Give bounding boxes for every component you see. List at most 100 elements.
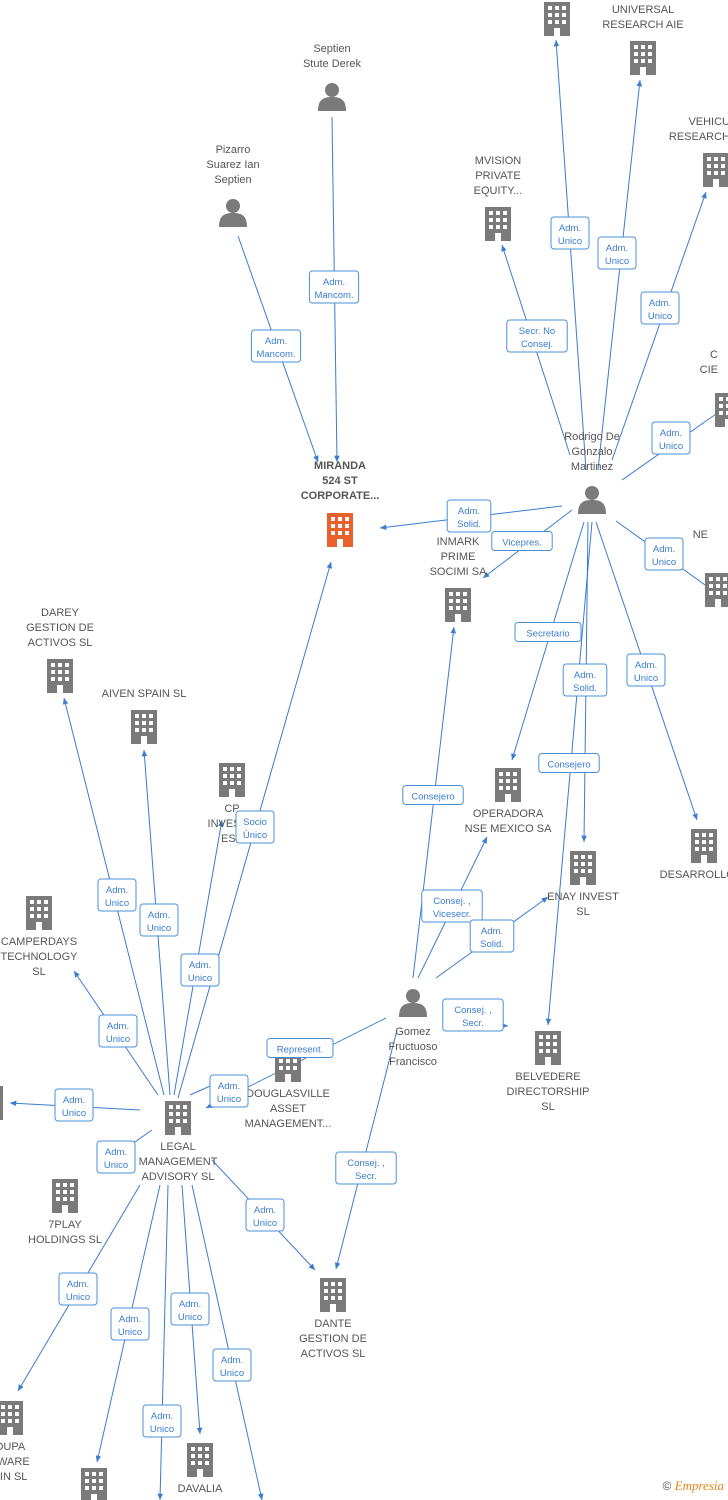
node-label: SL — [576, 906, 589, 918]
edge-label[interactable]: Adm.Unico — [212, 1348, 252, 1382]
edge-label[interactable]: Adm.Unico — [54, 1088, 94, 1122]
edge-label[interactable]: Secr. No Consej. — [506, 319, 568, 353]
edge-label[interactable]: Adm.Unico — [597, 236, 637, 270]
edge-label-text: Secretario — [526, 629, 569, 640]
edge-label[interactable]: Adm.Unico — [245, 1198, 285, 1232]
node-label: AIVEN SPAIN SL — [102, 688, 187, 700]
edge-label[interactable]: Adm.Unico — [58, 1272, 98, 1306]
edge-label[interactable]: Adm.Unico — [97, 878, 137, 912]
company-node-mvision[interactable]: MVISIONPRIVATEEQUITY... — [474, 155, 523, 241]
edge-label[interactable]: Adm.Unico — [626, 653, 666, 687]
edge-label[interactable]: Adm.Solid. — [446, 499, 492, 533]
person-icon — [318, 83, 346, 111]
company-node-bottom_left[interactable] — [81, 1468, 107, 1500]
building-icon — [81, 1468, 107, 1500]
edge-label-text: Adm. — [559, 223, 581, 234]
edge-rodrigo-to-investigacion — [597, 79, 643, 471]
edge-label[interactable]: Adm.Unico — [644, 537, 684, 571]
edge-label-text: Secr. No — [519, 326, 555, 337]
edge-label-text: Solid. — [573, 683, 597, 694]
edge-label-text: Unico — [652, 557, 676, 568]
edge-label[interactable]: Adm.Unico — [96, 1140, 136, 1174]
building-icon — [47, 659, 73, 693]
node-label: CORPORATE... — [301, 490, 380, 502]
edge-label-text: Adm. — [574, 670, 596, 681]
node-label: ASSET — [270, 1103, 306, 1115]
company-node-douglasville[interactable]: DOUGLASVILLEASSETMANAGEMENT... — [245, 1048, 332, 1130]
edge-label[interactable]: Adm.Unico — [98, 1014, 138, 1048]
edge-label[interactable]: Adm.Unico — [651, 421, 691, 455]
node-label: INMARK — [437, 536, 480, 548]
edge-label[interactable]: Secretario — [514, 622, 582, 642]
edge-label-text: Unico — [104, 1160, 128, 1171]
edge-label[interactable]: Adm. Unico — [550, 216, 590, 250]
edge-label[interactable]: Consej. ,Secr. — [335, 1151, 397, 1185]
edge-label[interactable]: Adm.Unico — [110, 1307, 150, 1341]
company-node-ne[interactable]: NE — [693, 529, 728, 607]
edge-label-text: Consej. — [521, 339, 553, 350]
node-label: GESTION DE — [26, 622, 94, 634]
edge-label[interactable]: Consej. ,Vicesecr. — [421, 889, 483, 923]
company-node-top_company[interactable] — [544, 2, 570, 36]
edge-label-text: Unico — [105, 898, 129, 909]
edge-label-text: Unico — [62, 1108, 86, 1119]
company-node-left_de[interactable]: DESL — [0, 1086, 3, 1153]
edge-label[interactable]: Consejero — [538, 753, 600, 773]
edge-label[interactable]: Vicepres. — [491, 531, 553, 551]
node-label: SL — [541, 1101, 554, 1113]
edge-label-text: Socio — [243, 817, 267, 828]
edge-label-text: Adm. — [323, 277, 345, 288]
node-label: ENAY INVEST — [547, 891, 619, 903]
edge-label[interactable]: Consej. ,Secr. — [442, 998, 504, 1032]
node-label: AIN SL — [0, 1471, 27, 1483]
building-icon — [52, 1179, 78, 1213]
edge-label[interactable]: Adm.Mancom. — [308, 270, 360, 304]
edge-label-text: Adm. — [265, 336, 287, 347]
edge-label[interactable]: Adm.Solid. — [469, 919, 515, 953]
edge-label[interactable]: Adm.Mancom. — [250, 329, 302, 363]
node-label: MIRANDA — [314, 460, 366, 472]
node-label: Fructuoso — [389, 1041, 438, 1053]
node-label: RESEARCH AIE — [602, 19, 683, 31]
edge-label[interactable]: Represent. — [266, 1038, 334, 1058]
company-node-enay[interactable]: ENAY INVEST SL — [547, 851, 619, 918]
node-label: DANTE — [314, 1318, 351, 1330]
edge-label[interactable]: Adm.Unico — [209, 1074, 249, 1108]
company-node-aiven[interactable]: AIVEN SPAIN SL — [102, 688, 187, 744]
edge-label[interactable]: Consejero — [402, 785, 464, 805]
edge-label[interactable]: Adm.Unico — [139, 903, 179, 937]
edge-label[interactable]: Adm.Unico — [142, 1404, 182, 1438]
edge-label-text: Adm. — [189, 960, 211, 971]
company-node-desarrollo[interactable]: DESARROLLOLA — [660, 829, 728, 881]
node-label: VEHICU — [688, 116, 728, 128]
edge-label-text: Solid. — [480, 939, 504, 950]
edge-label[interactable]: Adm. Solid. — [562, 663, 608, 697]
edge-label[interactable]: Adm.Unico — [640, 291, 680, 325]
company-node-investigacion[interactable]: INVESTIGACIONUNIVERSALRESEARCH AIE — [600, 0, 686, 75]
edge-label[interactable]: Adm.Unico — [180, 953, 220, 987]
node-label: Septien — [214, 174, 251, 186]
edge-label[interactable]: Adm.Unico — [170, 1292, 210, 1326]
company-node-groupa[interactable]: OUPATWAREAIN SL — [0, 1401, 30, 1483]
node-label: MVISION — [475, 155, 522, 167]
building-icon — [320, 1278, 346, 1312]
company-node-davalia[interactable]: DAVALIA — [178, 1443, 223, 1495]
edge-label-text: Unico — [558, 236, 582, 247]
